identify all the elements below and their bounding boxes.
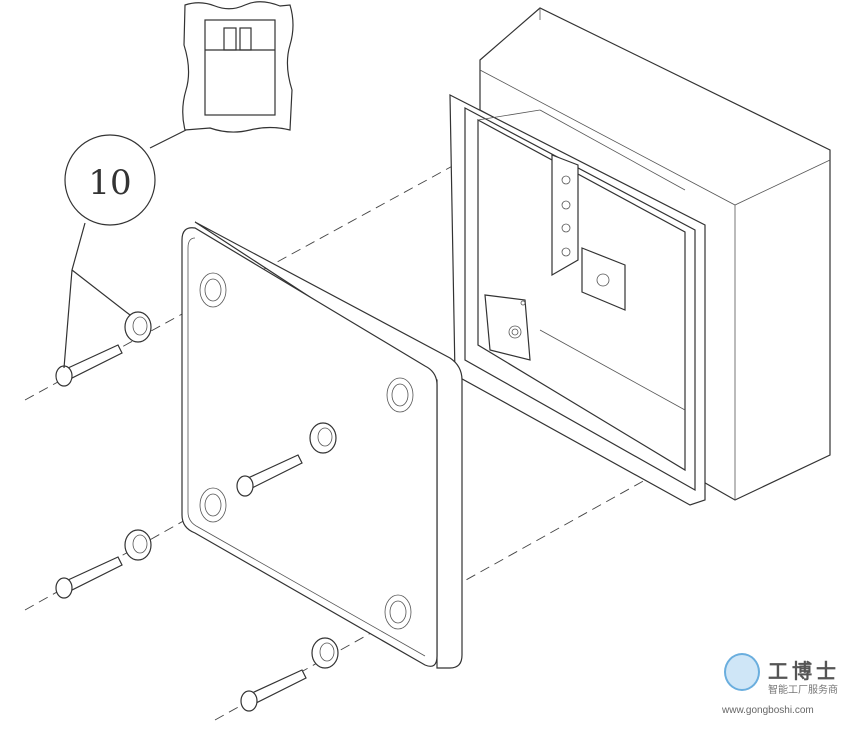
screw-4	[240, 669, 307, 712]
callout-number: 10	[88, 163, 131, 203]
screws	[55, 311, 339, 712]
watermark-logo: 工博士 智能工厂服务商 www.gongboshi.com	[716, 645, 846, 720]
watermark-url: www.gongboshi.com	[722, 705, 814, 716]
grommet-3	[124, 529, 152, 561]
screw-1	[55, 344, 123, 387]
grommet-1	[124, 311, 152, 343]
callout: 10	[63, 127, 191, 369]
enclosure-box	[449, 7, 831, 506]
screw-3	[55, 556, 123, 599]
watermark-tagline: 智能工厂服务商	[768, 685, 838, 696]
grommet-4	[311, 637, 339, 669]
watermark-brand: 工博士	[768, 661, 840, 683]
mascot-icon	[724, 653, 760, 691]
grommet-2	[309, 422, 337, 454]
lid-holes	[199, 272, 414, 630]
lid	[181, 221, 463, 669]
detail-view	[182, 1, 294, 133]
screw-2	[236, 454, 303, 497]
